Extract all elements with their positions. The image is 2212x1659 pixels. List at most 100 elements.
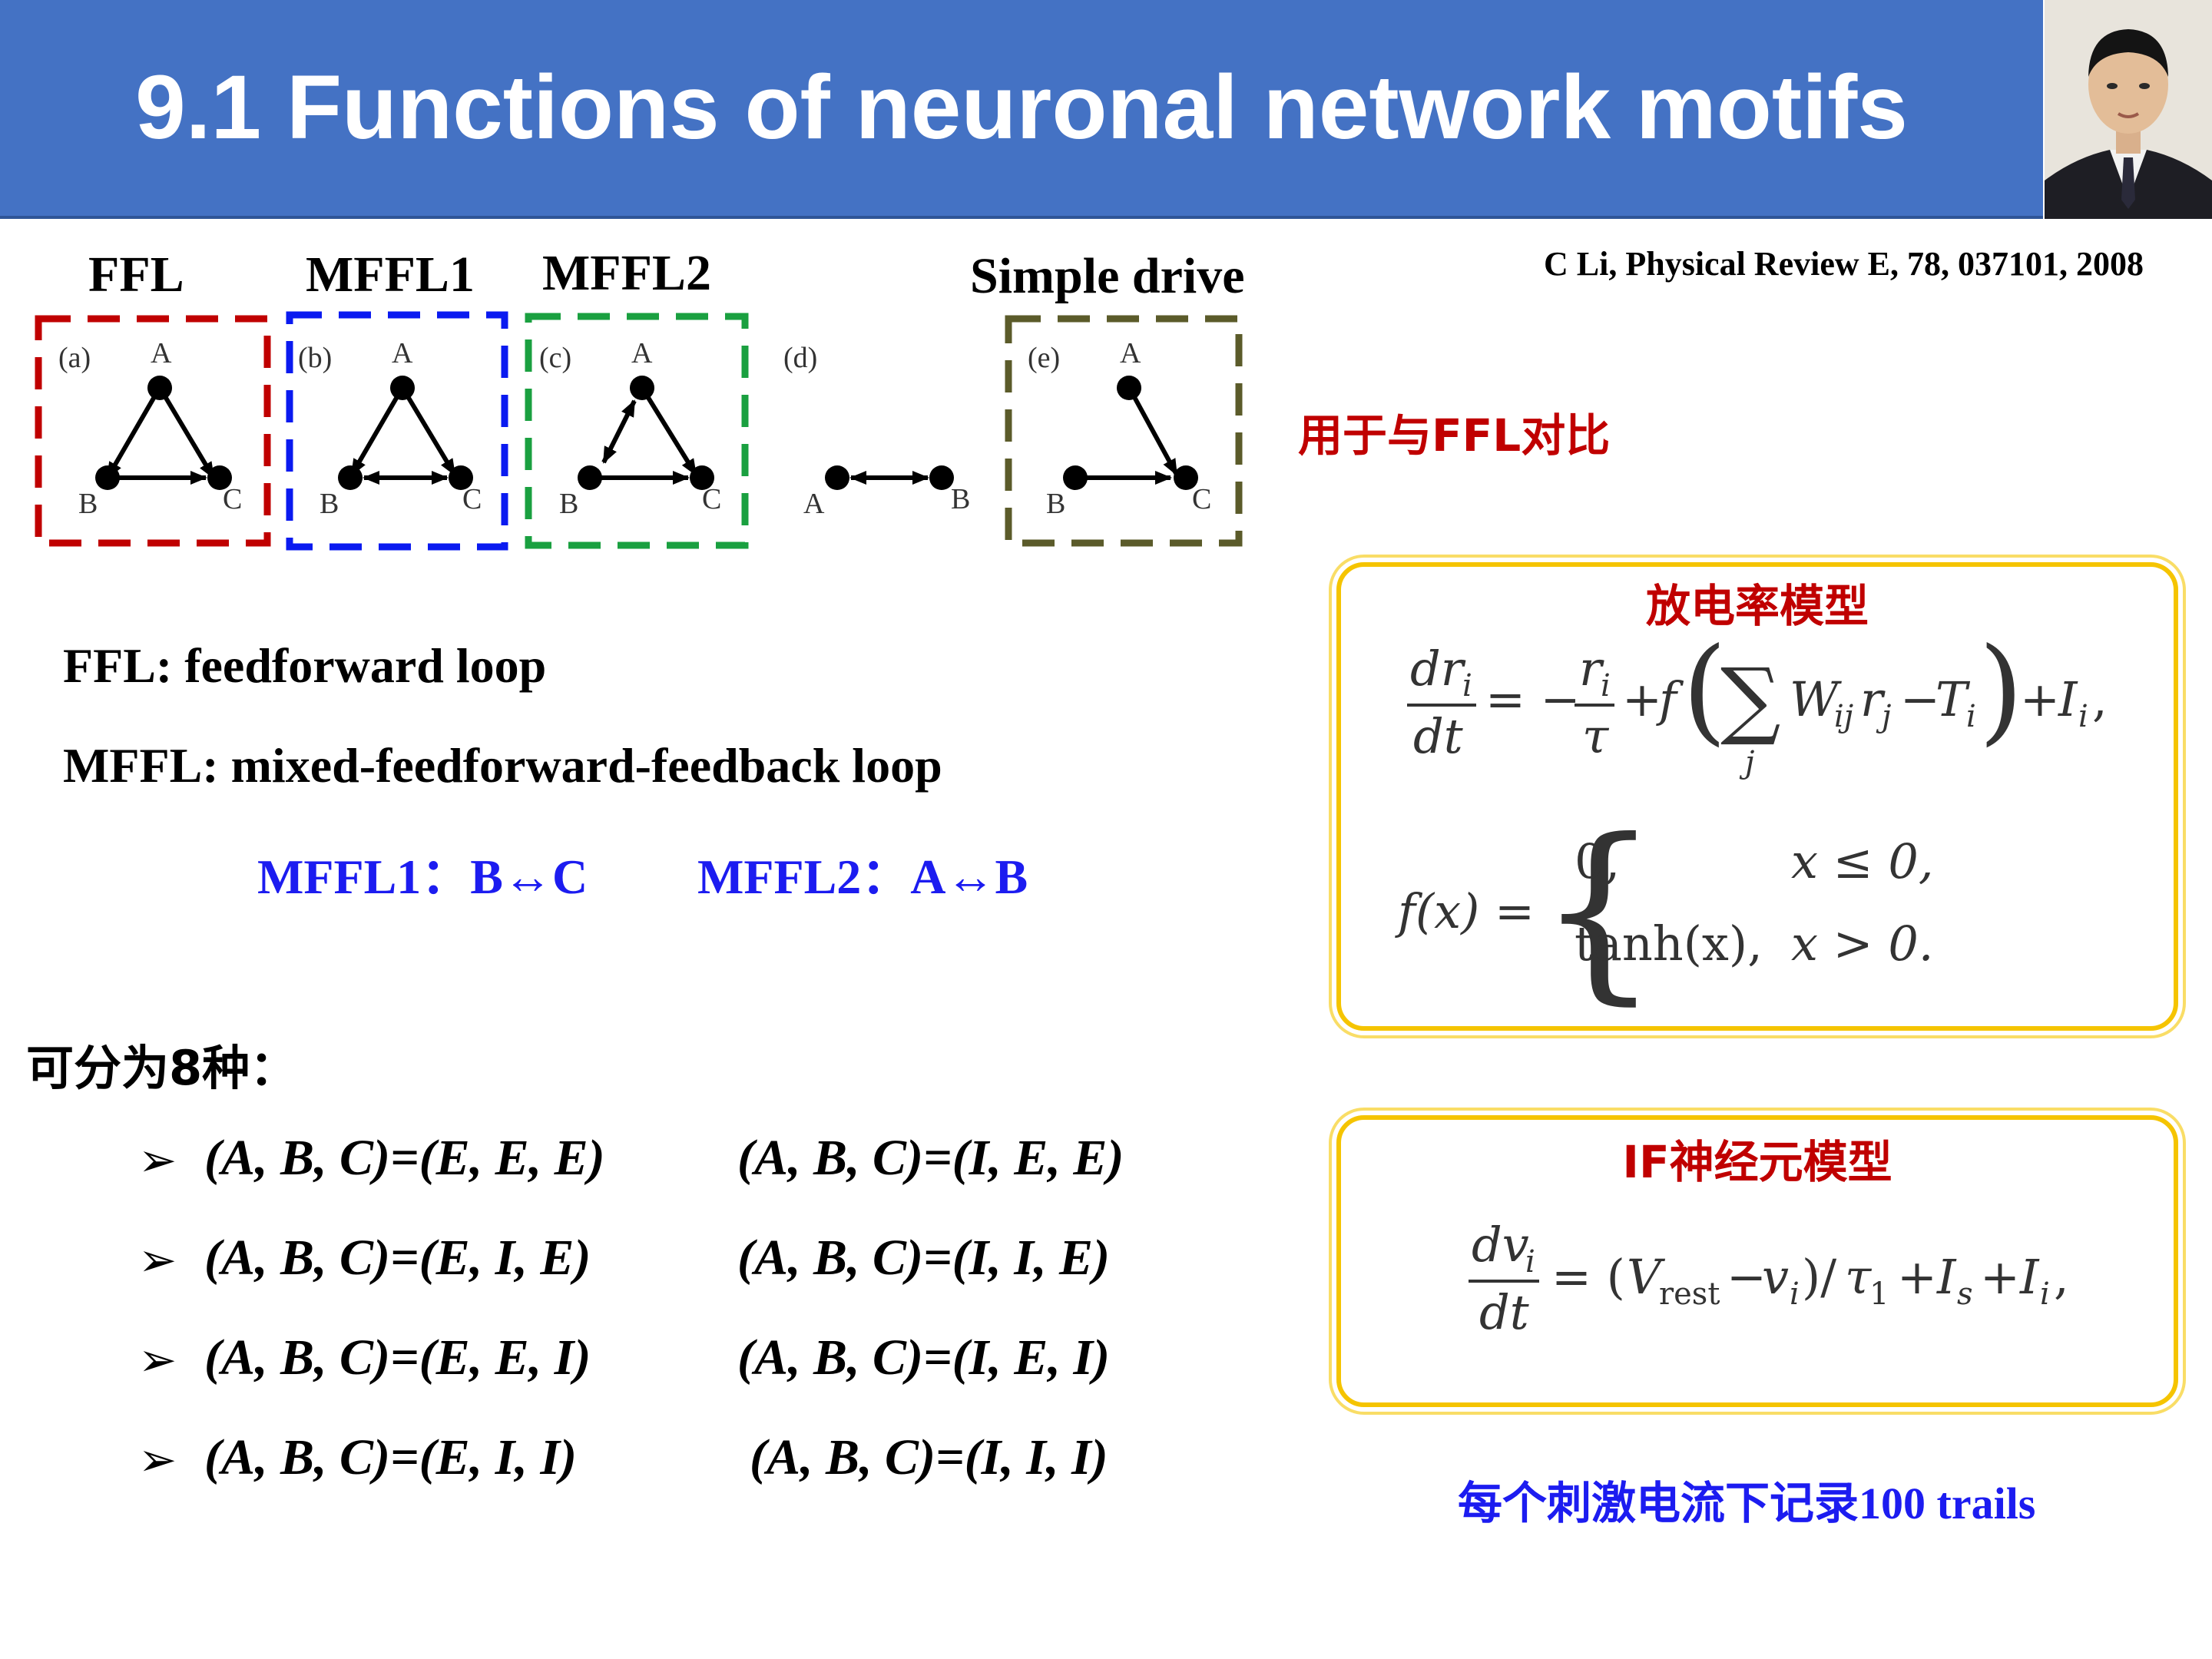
svg-text:i: i (1790, 1277, 1800, 1312)
def-mffl2: MFFL2：A↔B (697, 849, 1028, 904)
case-left: (A, B, C)=(E, E, I) (204, 1330, 591, 1386)
svg-text:= −: = − (1485, 671, 1581, 727)
if-model-title: IF神经元模型 (1622, 1136, 1892, 1188)
case-right: (A, B, C)=(I, I, I) (750, 1429, 1108, 1485)
svg-text:I: I (2019, 1249, 2040, 1305)
svg-text:A: A (392, 337, 413, 369)
rate-model-box (1336, 562, 2178, 1031)
def-mffl: MFFL: mixed-feedforward-feedback loop (63, 738, 942, 793)
svg-text:−: − (1900, 671, 1940, 727)
motif-simple-pair: (d) A B (783, 342, 970, 520)
case2-value: tanh(x), (1575, 916, 1763, 972)
svg-text:)/: )/ (1802, 1249, 1836, 1305)
arrowhead-bullet-icon: ➢ (138, 1333, 177, 1387)
cases-heading: 可分为8种： (26, 1040, 298, 1096)
svg-text:I: I (1936, 1249, 1957, 1305)
motif-ffl: (a) A B C (35, 315, 271, 547)
motif-label-ffl: FFL (88, 247, 184, 303)
case-left: (A, B, C)=(E, E, E) (204, 1130, 605, 1186)
motif-diagrams: (a) A B C (b) A B C (c) A B C (35, 311, 1243, 551)
svg-text:W: W (1790, 671, 1842, 727)
if-model-box (1336, 1115, 2178, 1407)
arrowhead-bullet-icon: ➢ (138, 1433, 177, 1487)
svg-text:ij: ij (1834, 699, 1853, 734)
svg-text:C: C (223, 483, 242, 515)
svg-text:i: i (2040, 1277, 2050, 1312)
svg-text:i: i (2078, 699, 2088, 734)
motif-label-simple-drive: Simple drive (970, 248, 1245, 304)
citation: C Li, Physical Review E, 78, 037101, 200… (1544, 245, 2144, 283)
svg-text:T: T (1936, 671, 1971, 727)
svg-text:i: i (1462, 668, 1472, 704)
case-left: (A, B, C)=(E, I, I) (204, 1429, 577, 1485)
panel-label-d: (d) (783, 342, 817, 374)
svg-text:,: , (2054, 1249, 2069, 1305)
mffl2-frame (525, 313, 749, 549)
trials-note: 每个刺激电流下记录100 trails (1458, 1467, 2035, 1532)
author-portrait (2045, 0, 2212, 219)
svg-text:rest: rest (1659, 1277, 1720, 1312)
arrowhead-bullet-icon: ➢ (138, 1134, 177, 1187)
svg-text:= (: = ( (1551, 1249, 1625, 1305)
svg-text:B: B (78, 488, 98, 520)
svg-text:s: s (1957, 1277, 1973, 1312)
svg-text:B: B (1046, 488, 1065, 520)
panel-label-c: (c) (539, 342, 571, 374)
svg-text:τ: τ (1582, 708, 1610, 764)
slide-title: 9.1 Functions of neuronal network motifs (135, 57, 1908, 158)
svg-text:1: 1 (1869, 1277, 1889, 1312)
title-bar (0, 0, 2043, 219)
trials-note-en: 100 trails (1859, 1479, 2036, 1528)
svg-text:i: i (1601, 668, 1611, 704)
piecewise-lhs: f(x) = (1398, 883, 1535, 939)
svg-text:A: A (151, 337, 172, 369)
svg-text:v: v (1762, 1249, 1789, 1305)
case-left: (A, B, C)=(E, I, E) (204, 1230, 591, 1286)
svg-text:V: V (1627, 1249, 1666, 1305)
svg-text:r: r (1579, 641, 1604, 697)
svg-text:∑: ∑ (1720, 650, 1781, 748)
svg-text:f: f (1656, 671, 1684, 727)
case1-value: 0, (1575, 833, 1621, 889)
panel-label-e: (e) (1028, 342, 1060, 374)
case-right: (A, B, C)=(I, I, E) (737, 1230, 1110, 1286)
motif-simple-drive: (e) A B C (1005, 315, 1243, 547)
svg-text:(: ( (1682, 630, 1727, 757)
ffl-frame (35, 315, 271, 547)
brace-icon: { (1538, 798, 1661, 1022)
panel-label-b: (b) (298, 342, 332, 374)
svg-text:C: C (1192, 483, 1211, 515)
svg-text:+: + (1980, 1249, 2020, 1305)
svg-text:I: I (2058, 671, 2078, 727)
case-right: (A, B, C)=(I, E, E) (737, 1130, 1124, 1186)
panel-label-a: (a) (58, 342, 91, 374)
rate-equation: dri dt = − ri τ + f ( ∑ j Wij rj − Ti ) … (1407, 630, 2108, 780)
svg-text:dr: dr (1410, 641, 1466, 697)
def-mffl1: MFFL1：B↔C (257, 849, 588, 904)
motif-label-mffl2: MFFL2 (542, 245, 711, 301)
svg-text:A: A (1120, 337, 1141, 369)
svg-text:+: + (1622, 671, 1662, 727)
svg-text:dv: dv (1472, 1217, 1529, 1273)
svg-text:dt: dt (1413, 708, 1463, 764)
svg-text:A: A (803, 488, 825, 520)
svg-text:i: i (1966, 699, 1976, 734)
case2-condition: x > 0. (1791, 916, 1934, 972)
svg-text:−: − (1727, 1249, 1767, 1305)
motif-label-mffl1: MFFL1 (306, 247, 475, 303)
svg-text:A: A (631, 337, 653, 369)
svg-text:B: B (559, 488, 578, 520)
svg-text:r: r (1860, 671, 1886, 727)
rate-model-title: 放电率模型 (1645, 580, 1869, 632)
svg-text:+: + (2020, 671, 2060, 727)
svg-text:i: i (1525, 1244, 1535, 1280)
svg-text:B: B (951, 483, 970, 515)
svg-text:,: , (2092, 671, 2108, 727)
svg-text:B: B (320, 488, 339, 520)
compare-note: 用于与FFL对比 (1298, 409, 1611, 462)
svg-text:j: j (1739, 745, 1754, 780)
case1-condition: x ≤ 0, (1791, 833, 1934, 889)
